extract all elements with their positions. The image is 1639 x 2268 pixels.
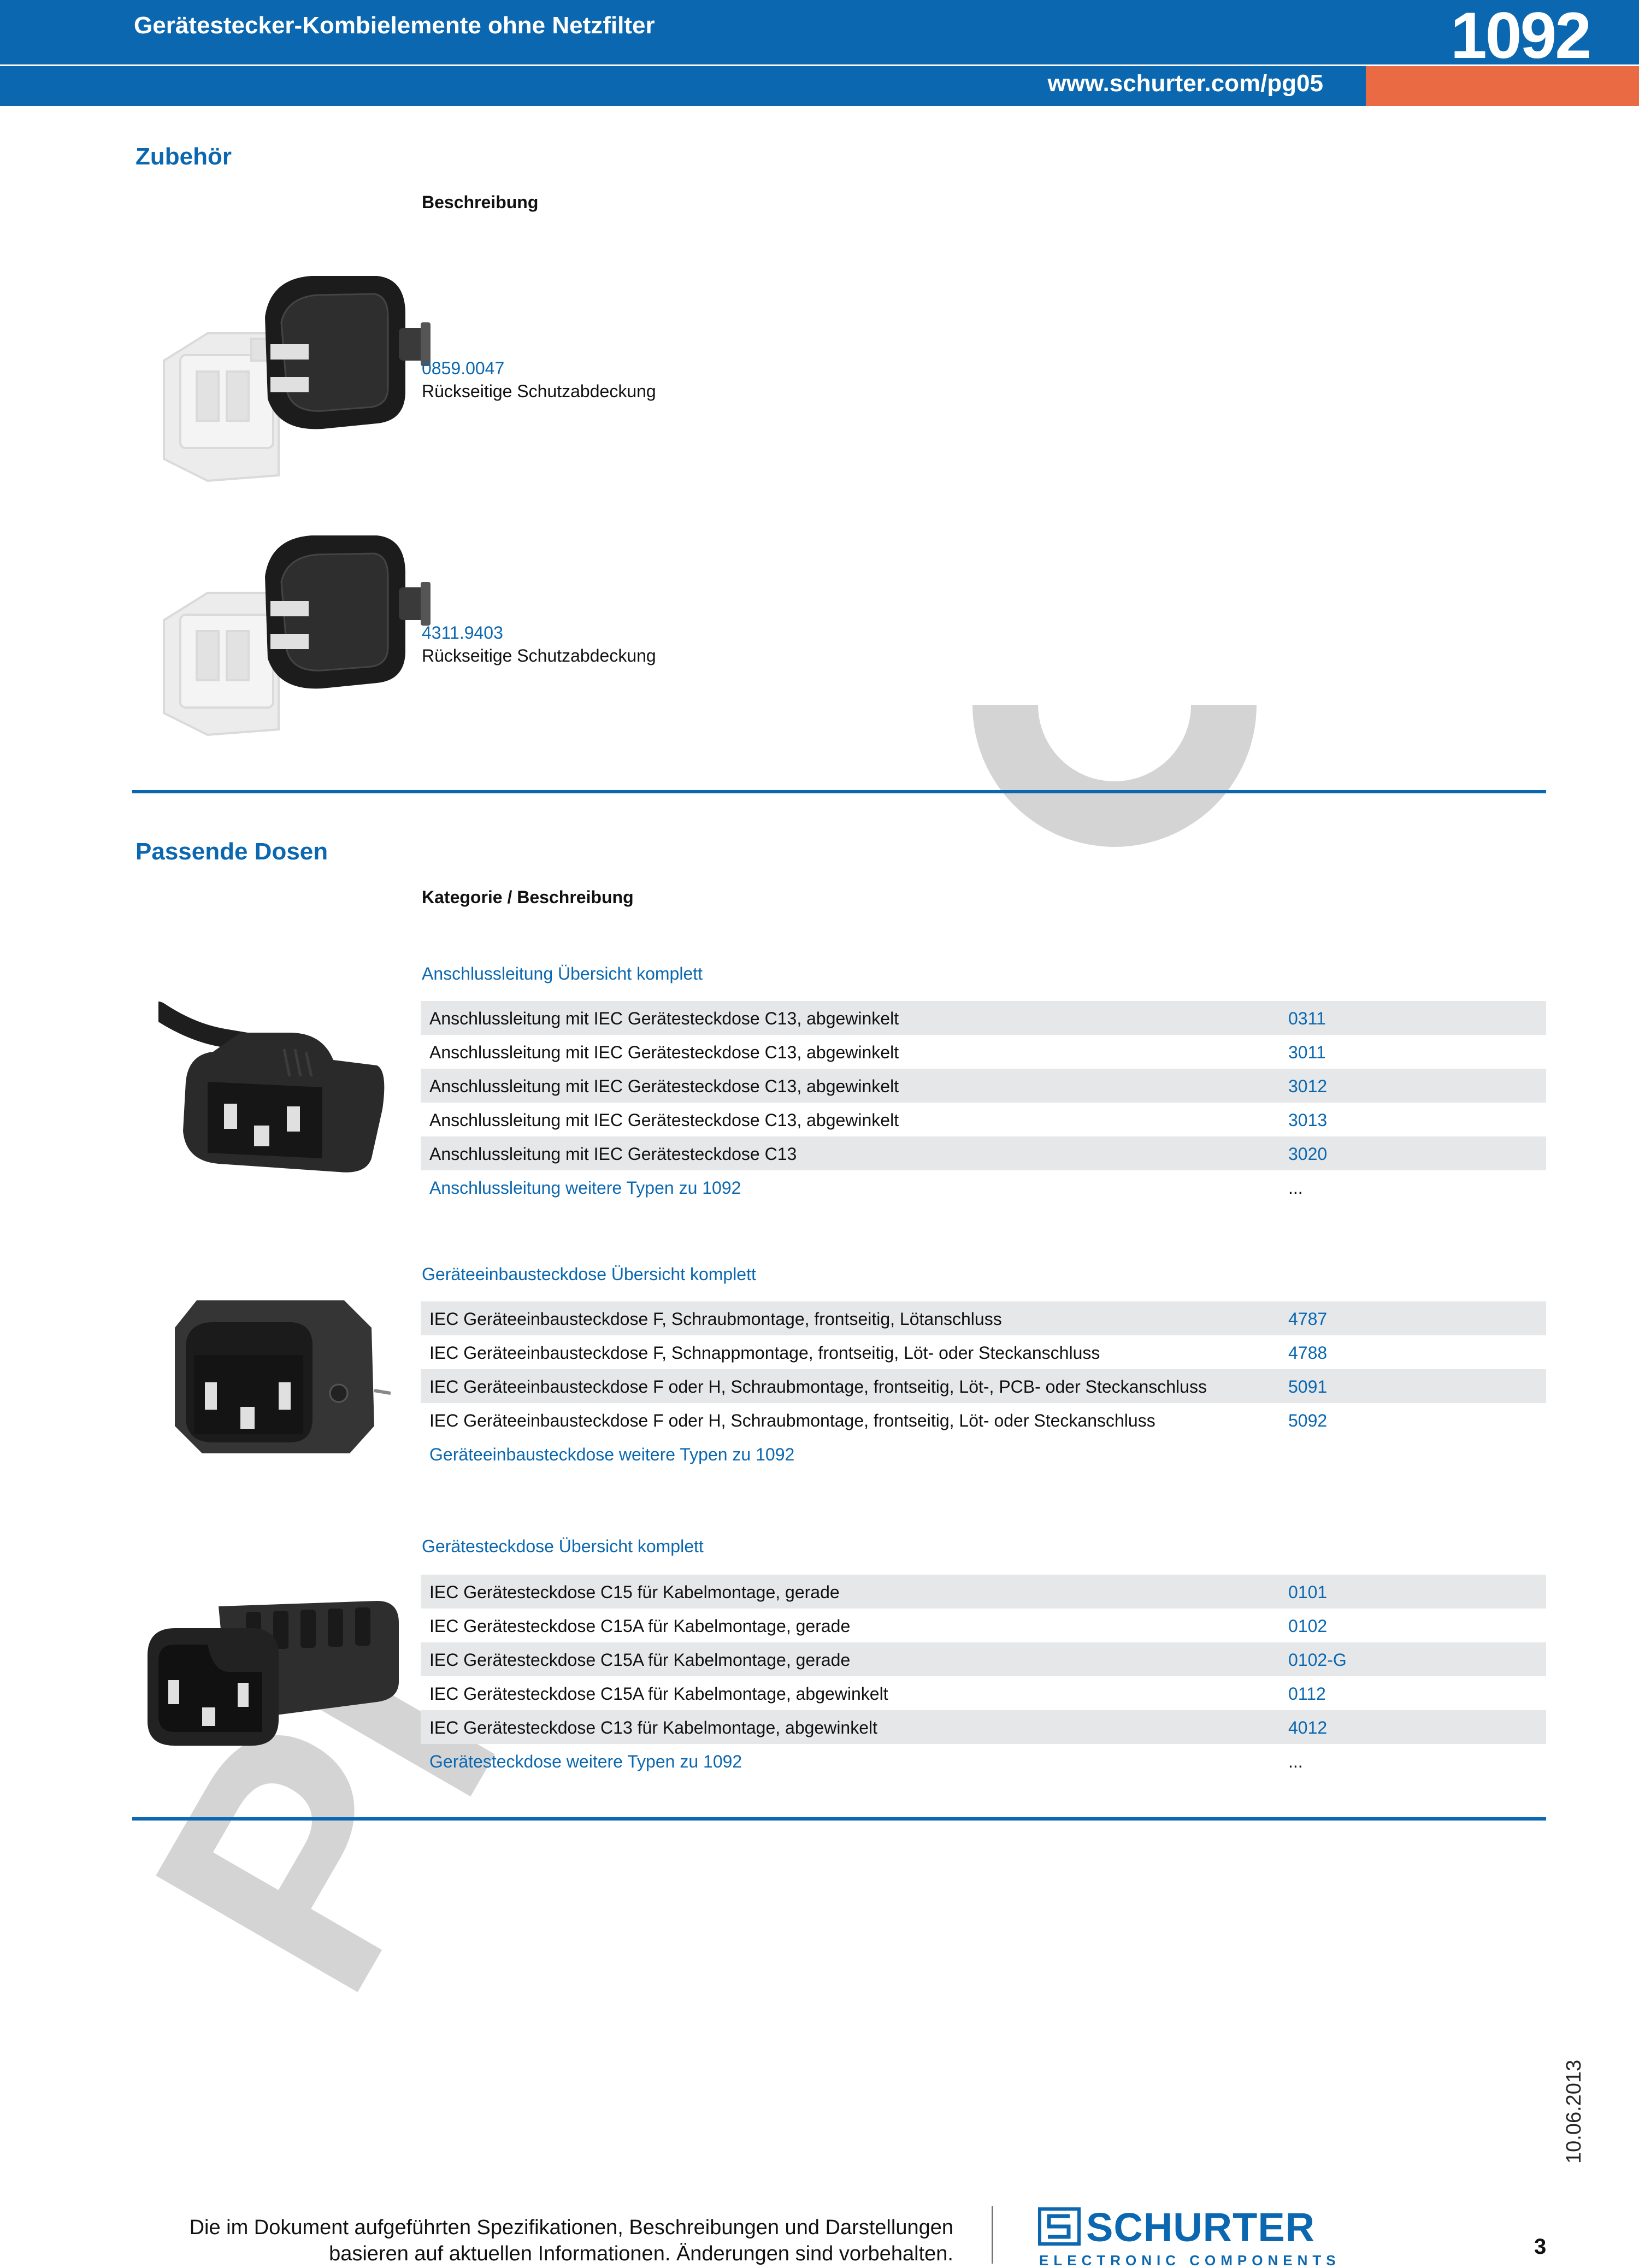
more-types-row[interactable]: Gerätesteckdose weitere Typen zu 1092... xyxy=(429,1752,1303,1771)
table-row[interactable]: Anschlussleitung mit IEC Gerätesteckdose… xyxy=(421,1136,1546,1170)
table-row[interactable]: IEC Geräteeinbausteckdose F oder H, Schr… xyxy=(421,1369,1546,1403)
logo-tagline: ELECTRONIC COMPONENTS xyxy=(1039,2252,1341,2268)
more-types-row[interactable]: Anschlussleitung weitere Typen zu 1092..… xyxy=(429,1178,1303,1198)
section-title-passende-dosen: Passende Dosen xyxy=(135,838,328,865)
more-types-row[interactable]: Geräteeinbausteckdose weitere Typen zu 1… xyxy=(421,1437,1546,1471)
product-url-link[interactable]: www.schurter.com/pg05 xyxy=(1047,70,1323,97)
more-types-link[interactable]: Anschlussleitung weitere Typen zu 1092 xyxy=(429,1178,741,1198)
table-row[interactable]: IEC Gerätesteckdose C15A für Kabelmontag… xyxy=(421,1642,1546,1676)
section-divider xyxy=(132,790,1546,793)
table-row[interactable]: IEC Geräteeinbausteckdose F, Schraubmont… xyxy=(421,1301,1546,1335)
product-code-link[interactable]: 0101 xyxy=(1288,1582,1328,1602)
product-code-link[interactable]: 3013 xyxy=(1288,1110,1328,1130)
page-title: Gerätestecker-Kombielemente ohne Netzfil… xyxy=(134,12,655,39)
table-row[interactable]: IEC Gerätesteckdose C15A für Kabelmontag… xyxy=(429,1684,1326,1704)
more-types-link[interactable]: Geräteeinbausteckdose weitere Typen zu 1… xyxy=(429,1445,795,1464)
disclaimer-line-2: basieren auf aktuellen Informationen. Än… xyxy=(329,2242,953,2265)
group-link-anschlussleitung[interactable]: Anschlussleitung Übersicht komplett xyxy=(422,964,703,983)
cover-0859-image xyxy=(148,268,432,489)
table-row[interactable]: Anschlussleitung mit IEC Gerätesteckdose… xyxy=(429,1042,1326,1062)
product-code-link[interactable]: 0311 xyxy=(1288,1009,1326,1028)
column-header-beschreibung: Beschreibung xyxy=(422,192,539,212)
table-row[interactable]: IEC Gerätesteckdose C15 für Kabelmontage… xyxy=(421,1575,1546,1609)
disclaimer-line-1: Die im Dokument aufgeführten Spezifikati… xyxy=(189,2216,953,2239)
accessory-code[interactable]: 4311.9403 xyxy=(422,623,503,643)
table-row[interactable]: IEC Gerätesteckdose C13 für Kabelmontage… xyxy=(421,1710,1546,1744)
more-types-link[interactable]: Gerätesteckdose weitere Typen zu 1092 xyxy=(429,1752,742,1771)
product-code-link[interactable]: 3011 xyxy=(1288,1042,1326,1062)
table-geraetesteckdose: IEC Gerätesteckdose C15 für Kabelmontage… xyxy=(421,1575,1546,1778)
cord-c13-image xyxy=(149,1000,388,1183)
schurter-logo-icon xyxy=(1038,2207,1081,2246)
product-code-link[interactable]: 5092 xyxy=(1288,1411,1328,1430)
product-code-link[interactable]: 0102 xyxy=(1288,1616,1328,1636)
table-geraeteeinbausteckdose: IEC Geräteeinbausteckdose F, Schraubmont… xyxy=(421,1301,1546,1471)
product-code-link[interactable]: 4012 xyxy=(1288,1718,1328,1737)
table-anschlussleitung: Anschlussleitung mit IEC Gerätesteckdose… xyxy=(421,1001,1546,1204)
footer-disclaimer: Die im Dokument aufgeführten Spezifikati… xyxy=(134,2214,953,2267)
document-date: 10.06.2013 xyxy=(1563,2059,1585,2164)
column-header-kategorie: Kategorie / Beschreibung xyxy=(422,887,634,907)
group-link-geraetesteckdose[interactable]: Gerätesteckdose Übersicht komplett xyxy=(422,1536,704,1556)
accessory-description: Rückseitige Schutzabdeckung xyxy=(422,381,656,401)
table-row[interactable]: Anschlussleitung mit IEC Gerätesteckdose… xyxy=(429,1110,1328,1130)
accessory-description: Rückseitige Schutzabdeckung xyxy=(422,646,656,665)
product-code-link[interactable]: 0102-G xyxy=(1288,1650,1347,1670)
table-row[interactable]: Anschlussleitung mit IEC Gerätesteckdose… xyxy=(421,1001,1546,1035)
footer-separator xyxy=(992,2206,993,2264)
logo-wordmark: SCHURTER xyxy=(1086,2205,1316,2250)
product-code-link[interactable]: 3012 xyxy=(1288,1076,1328,1096)
inlet-socket-image xyxy=(164,1289,393,1462)
accessory-code[interactable]: 0859.0047 xyxy=(422,358,505,378)
table-row[interactable]: IEC Gerätesteckdose C15A für Kabelmontag… xyxy=(429,1616,1328,1636)
product-code-link[interactable]: 4788 xyxy=(1288,1343,1328,1363)
table-row[interactable]: IEC Geräteeinbausteckdose F, Schnappmont… xyxy=(429,1343,1328,1363)
product-code-link[interactable]: 0112 xyxy=(1288,1684,1326,1704)
page-number: 3 xyxy=(1534,2235,1547,2259)
header-accent-bar xyxy=(1366,64,1639,106)
cover-4311-image xyxy=(148,533,432,743)
schurter-logo: SCHURTER ELECTRONIC COMPONENTS xyxy=(1038,2205,1336,2268)
product-code-link[interactable]: 3020 xyxy=(1288,1144,1328,1164)
group-link-geraeteeinbausteckdose[interactable]: Geräteeinbausteckdose Übersicht komplett xyxy=(422,1264,756,1284)
section-divider xyxy=(132,1817,1546,1821)
product-code-link[interactable]: 5091 xyxy=(1288,1377,1328,1397)
product-code-link[interactable]: 4787 xyxy=(1288,1309,1328,1329)
page-header: Gerätestecker-Kombielemente ohne Netzfil… xyxy=(0,0,1639,107)
connector-c15-image xyxy=(142,1590,404,1751)
watermark-letter-c xyxy=(962,705,1267,880)
product-number: 1092 xyxy=(1451,0,1591,72)
table-row[interactable]: Anschlussleitung mit IEC Gerätesteckdose… xyxy=(421,1069,1546,1103)
section-title-zubehoer: Zubehör xyxy=(135,143,232,170)
table-row[interactable]: IEC Geräteeinbausteckdose F oder H, Schr… xyxy=(429,1411,1328,1430)
